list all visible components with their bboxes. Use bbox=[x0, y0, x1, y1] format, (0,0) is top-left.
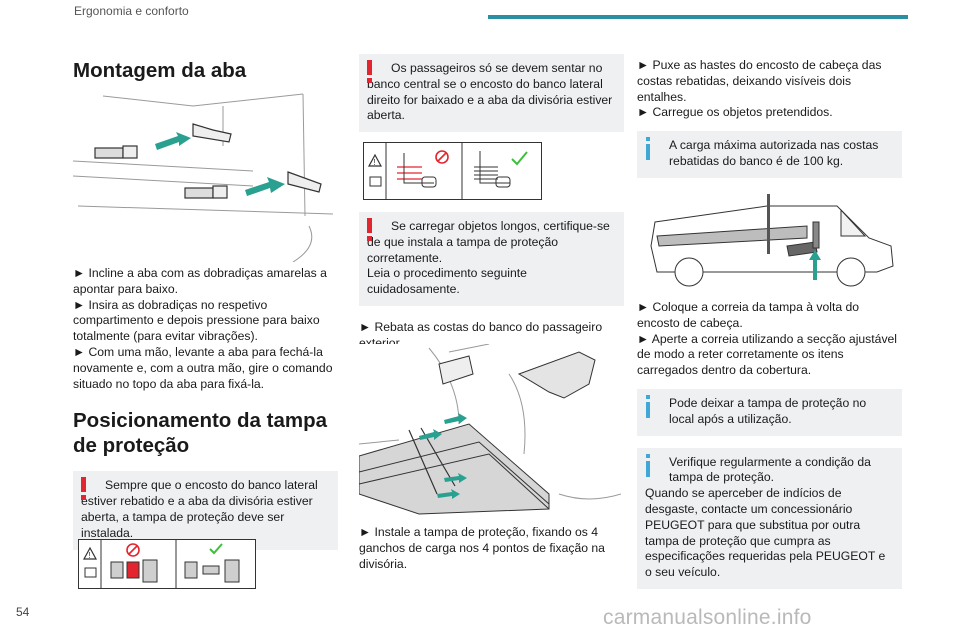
step-text: ► Aperte a correia utilizando a secção a… bbox=[637, 331, 898, 378]
column-2: Os passageiros só se devem sentar no ban… bbox=[359, 54, 624, 133]
note-text: Leia o procedimento seguinte cuidadosame… bbox=[367, 266, 527, 297]
note-text: rebatidas do banco é de 100 kg. bbox=[669, 153, 844, 168]
warning-icon bbox=[367, 60, 372, 83]
column-2-text: Se carregar objetos longos, certifique-s… bbox=[359, 212, 624, 352]
step-text: ► Incline a aba com as dobradiças amarel… bbox=[73, 266, 327, 296]
column-3-text: ► Coloque a correia da tampa à volta do … bbox=[637, 300, 902, 589]
running-header: Ergonomia e conforto bbox=[74, 4, 189, 18]
safety-pictogram-box: ! bbox=[78, 539, 256, 589]
info-note: Verifique regularmente a condição da tam… bbox=[637, 447, 902, 589]
step-text: ► Instale a tampa de proteção, fixando o… bbox=[359, 525, 605, 571]
info-note: A carga máxima autorizada nas costas reb… bbox=[637, 131, 902, 178]
note-first-line: Os passageiros só se devem sentar no bbox=[391, 61, 603, 75]
prohibited-icon bbox=[126, 543, 140, 557]
note-text: estiver rebatido e a aba da divisória es… bbox=[81, 494, 313, 540]
info-icon bbox=[646, 137, 650, 161]
note-first-line: A carga máxima autorizada nas costas bbox=[669, 138, 879, 153]
note-text: local após a utilização. bbox=[669, 411, 792, 426]
header-accent-bar bbox=[488, 15, 908, 19]
column-3: ► Puxe as hastes do encosto de cabeça da… bbox=[637, 58, 902, 178]
watermark: carmanualsonline.info bbox=[603, 606, 812, 629]
heading-line: Posicionamento da tampa bbox=[73, 409, 328, 433]
note-first-line: Sempre que o encosto do banco lateral bbox=[105, 478, 318, 493]
step-text: ► Coloque a correia da tampa à volta do … bbox=[637, 300, 860, 330]
check-icon bbox=[209, 543, 223, 555]
van-loading-illustration bbox=[637, 186, 901, 294]
note-text: banco central se o encosto do banco late… bbox=[367, 76, 613, 123]
note-first-line: Pode deixar a tampa de proteção no bbox=[669, 395, 867, 410]
note-text: Quando se aperceber de indícios de desga… bbox=[645, 486, 886, 580]
heading-montagem-aba: Montagem da aba bbox=[73, 59, 247, 82]
step-text: ► Insira as dobradiças no respetivo comp… bbox=[73, 297, 320, 344]
info-note: Pode deixar a tampa de proteção no local… bbox=[637, 388, 902, 436]
cover-installation-illustration bbox=[359, 344, 621, 516]
flap-mounting-illustration bbox=[73, 86, 337, 262]
note-text: tampa de proteção. bbox=[669, 470, 775, 485]
manual-book-icon bbox=[84, 567, 97, 578]
info-icon bbox=[646, 453, 650, 477]
page-number: 54 bbox=[16, 605, 30, 619]
heading-posicionamento: Posicionamento da tampa de proteção bbox=[73, 408, 338, 458]
heading-line: de proteção bbox=[73, 434, 190, 458]
prohibited-icon bbox=[435, 150, 449, 164]
warning-icon bbox=[81, 477, 86, 501]
column-1-text: ► Incline a aba com as dobradiças amarel… bbox=[73, 266, 338, 550]
step-text: ► Com uma mão, levante a aba para fechá-… bbox=[73, 344, 333, 391]
manual-book-icon bbox=[369, 176, 382, 187]
info-icon bbox=[646, 394, 650, 418]
note-first-line: Verifique regularmente a condição da bbox=[669, 454, 871, 469]
note-text: de que instala a tampa de proteção corre… bbox=[367, 234, 559, 265]
svg-text:!: ! bbox=[374, 158, 376, 167]
warning-note: Sempre que o encosto do banco lateral es… bbox=[73, 471, 338, 550]
warning-triangle-icon bbox=[367, 153, 383, 167]
step-text: ► Carregue os objetos pretendidos. bbox=[637, 105, 833, 120]
check-icon bbox=[511, 151, 528, 166]
note-first-line: Se carregar objetos longos, certifique-s… bbox=[391, 219, 610, 233]
step-text: ► Puxe as hastes do encosto de cabeça da… bbox=[637, 58, 882, 104]
svg-text:!: ! bbox=[89, 551, 91, 560]
warning-icon bbox=[367, 218, 372, 241]
warning-note: Se carregar objetos longos, certifique-s… bbox=[359, 212, 624, 306]
warning-note: Os passageiros só se devem sentar no ban… bbox=[359, 54, 624, 133]
column-2-step: ► Instale a tampa de proteção, fixando o… bbox=[359, 525, 624, 572]
column-1: Montagem da aba bbox=[73, 58, 338, 83]
safety-pictogram-box: ! bbox=[363, 142, 542, 200]
warning-triangle-icon bbox=[82, 546, 98, 560]
